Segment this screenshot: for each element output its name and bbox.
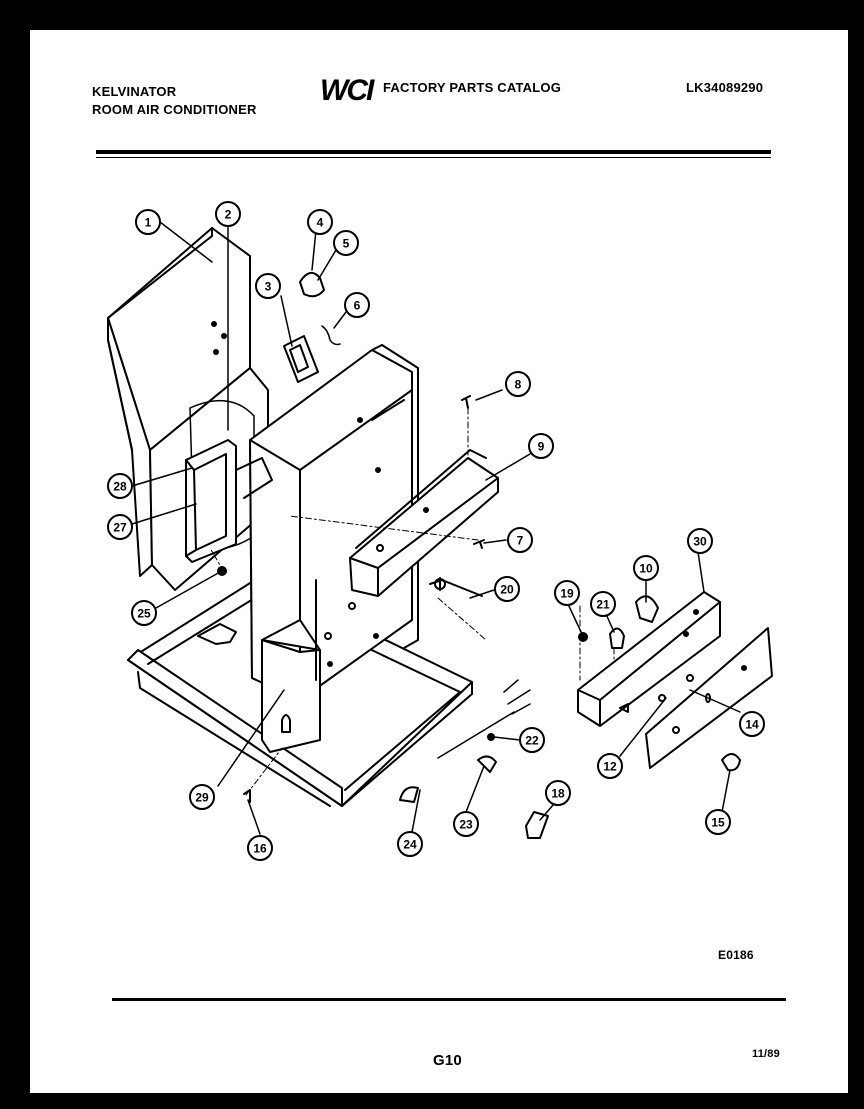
- callout-2: 2: [215, 201, 241, 227]
- callout-22: 22: [519, 727, 545, 753]
- control-channel: [349, 449, 499, 597]
- callout-number: 22: [525, 734, 539, 748]
- callout-number: 27: [113, 521, 127, 535]
- diagram-code: E0186: [718, 948, 754, 962]
- header-rule-thin: [96, 157, 771, 158]
- callout-15: 15: [705, 809, 731, 835]
- callout-number: 10: [639, 562, 653, 576]
- callout-18: 18: [545, 780, 571, 806]
- callout-23: 23: [453, 811, 479, 837]
- callout-14: 14: [739, 711, 765, 737]
- callout-number: 9: [538, 440, 545, 454]
- callout-number: 4: [317, 216, 324, 230]
- callout-number: 1: [145, 216, 152, 230]
- callout-25: 25: [131, 600, 157, 626]
- callout-5: 5: [333, 230, 359, 256]
- callout-number: 25: [137, 607, 151, 621]
- callout-number: 6: [354, 299, 361, 313]
- callout-number: 28: [113, 480, 127, 494]
- callout-number: 7: [517, 534, 524, 548]
- callout-6: 6: [344, 292, 370, 318]
- callout-number: 2: [225, 208, 232, 222]
- callout-number: 29: [195, 791, 209, 805]
- callout-number: 18: [551, 787, 565, 801]
- hardware-parts: [217, 271, 741, 839]
- callout-16: 16: [247, 835, 273, 861]
- catalog-title: FACTORY PARTS CATALOG: [383, 80, 562, 95]
- bulkhead-panel: [235, 344, 419, 753]
- callout-7: 7: [507, 527, 533, 553]
- header-rule: [96, 150, 771, 154]
- callout-30: 30: [687, 528, 713, 554]
- callout-19: 19: [554, 580, 580, 606]
- callout-27: 27: [107, 514, 133, 540]
- revision-date: 11/89: [752, 1048, 780, 1060]
- callout-number: 19: [560, 587, 574, 601]
- callout-9: 9: [528, 433, 554, 459]
- callout-number: 3: [265, 280, 272, 294]
- callout-number: 14: [745, 718, 759, 732]
- callout-4: 4: [307, 209, 333, 235]
- callout-number: 23: [459, 818, 473, 832]
- callout-8: 8: [505, 371, 531, 397]
- callout-28: 28: [107, 473, 133, 499]
- callout-number: 5: [343, 237, 350, 251]
- callout-number: 15: [711, 816, 725, 830]
- wci-logo: WCI: [320, 74, 374, 107]
- model-number: LK34089290: [686, 80, 764, 95]
- callout-3: 3: [255, 273, 281, 299]
- alignment-lines: [209, 407, 615, 796]
- callout-10: 10: [633, 555, 659, 581]
- leader-lines: [131, 221, 741, 835]
- callout-29: 29: [189, 784, 215, 810]
- product-type: ROOM AIR CONDITIONER: [92, 102, 257, 117]
- callout-number: 20: [500, 583, 514, 597]
- callout-21: 21: [590, 591, 616, 617]
- callout-number: 30: [693, 535, 707, 549]
- callout-number: 24: [403, 838, 417, 852]
- callout-number: 16: [253, 842, 267, 856]
- callout-12: 12: [597, 753, 623, 779]
- callout-number: 12: [603, 760, 617, 774]
- callout-number: 21: [596, 598, 610, 612]
- orifice-frame: [185, 439, 237, 563]
- brand-name: KELVINATOR: [92, 84, 177, 99]
- shroud-panel: [107, 227, 269, 591]
- callout-24: 24: [397, 831, 423, 857]
- page-number: G10: [433, 1052, 462, 1069]
- footer-rule: [112, 998, 786, 1001]
- callout-1: 1: [135, 209, 161, 235]
- callout-20: 20: [494, 576, 520, 602]
- callout-number: 8: [515, 378, 522, 392]
